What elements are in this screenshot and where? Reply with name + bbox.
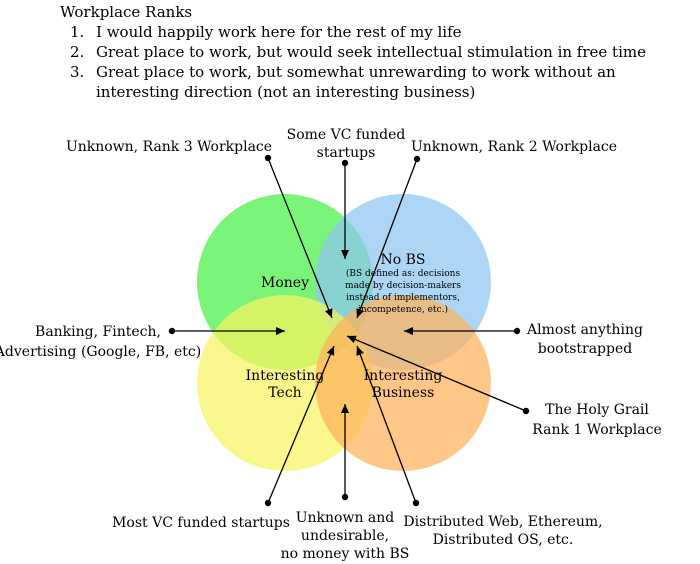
rank-list: 1. I would happily work here for the rest… — [70, 22, 670, 102]
callout-undesirable: Unknown and — [296, 510, 395, 526]
callout-holy-grail: The Holy Grail — [545, 402, 649, 418]
callout-most-vc: Most VC funded startups — [112, 515, 290, 531]
rank-number: 2. — [70, 43, 85, 61]
arrow-rank2 — [356, 155, 421, 319]
venn-circles — [197, 194, 491, 471]
arrow-most-vc — [264, 345, 335, 507]
bs-definition-line: made by decision-makers — [345, 281, 461, 291]
callout-holy-grail: Rank 1 Workplace — [532, 422, 661, 438]
callout-bootstrapped: Almost anything — [526, 322, 643, 338]
arrow-distributed — [356, 345, 420, 507]
rank-number: 3. — [70, 63, 85, 81]
callout-undesirable: undesirable, — [301, 528, 389, 544]
arrow-rank3 — [264, 154, 333, 319]
callout-banking: Advertising (Google, FB, etc) — [0, 344, 201, 360]
callout-distributed: Distributed Web, Ethereum, — [403, 514, 602, 530]
label-interesting-tech: Interesting — [246, 368, 325, 384]
rank-text: I would happily work here for the rest o… — [96, 23, 462, 41]
callout-bootstrapped: bootstrapped — [538, 341, 633, 357]
callout-arrows — [168, 154, 530, 507]
callout-rank2: Unknown, Rank 2 Workplace — [411, 139, 617, 155]
callout-rank3: Unknown, Rank 3 Workplace — [66, 139, 272, 155]
rank-text: Great place to work, but somewhat unrewa… — [96, 63, 616, 101]
callout-banking: Banking, Fintech, — [35, 324, 161, 340]
rank-text: Great place to work, but would seek inte… — [96, 43, 646, 61]
bs-definition-line: (BS defined as: decisions — [346, 268, 461, 279]
bs-definition-line: incompetence, etc.) — [358, 304, 448, 315]
callout-some-vc: Some VC funded — [287, 127, 406, 143]
label-no-bs: No BS — [380, 252, 425, 268]
callout-distributed: Distributed OS, etc. — [433, 532, 574, 548]
callout-undesirable: no money with BS — [281, 546, 410, 562]
callout-some-vc: startups — [317, 145, 376, 161]
rank-item-2: 2. Great place to work, but would seek in… — [70, 42, 670, 62]
rank-item-1: 1. I would happily work here for the rest… — [70, 22, 670, 42]
rank-number: 1. — [70, 23, 85, 41]
page-title: Workplace Ranks — [60, 3, 193, 21]
rank-item-3: 3. Great place to work, but somewhat unre… — [70, 62, 670, 102]
label-money: Money — [261, 275, 309, 291]
label-interesting-business: Business — [372, 385, 435, 401]
label-interesting-tech: Tech — [268, 385, 301, 401]
